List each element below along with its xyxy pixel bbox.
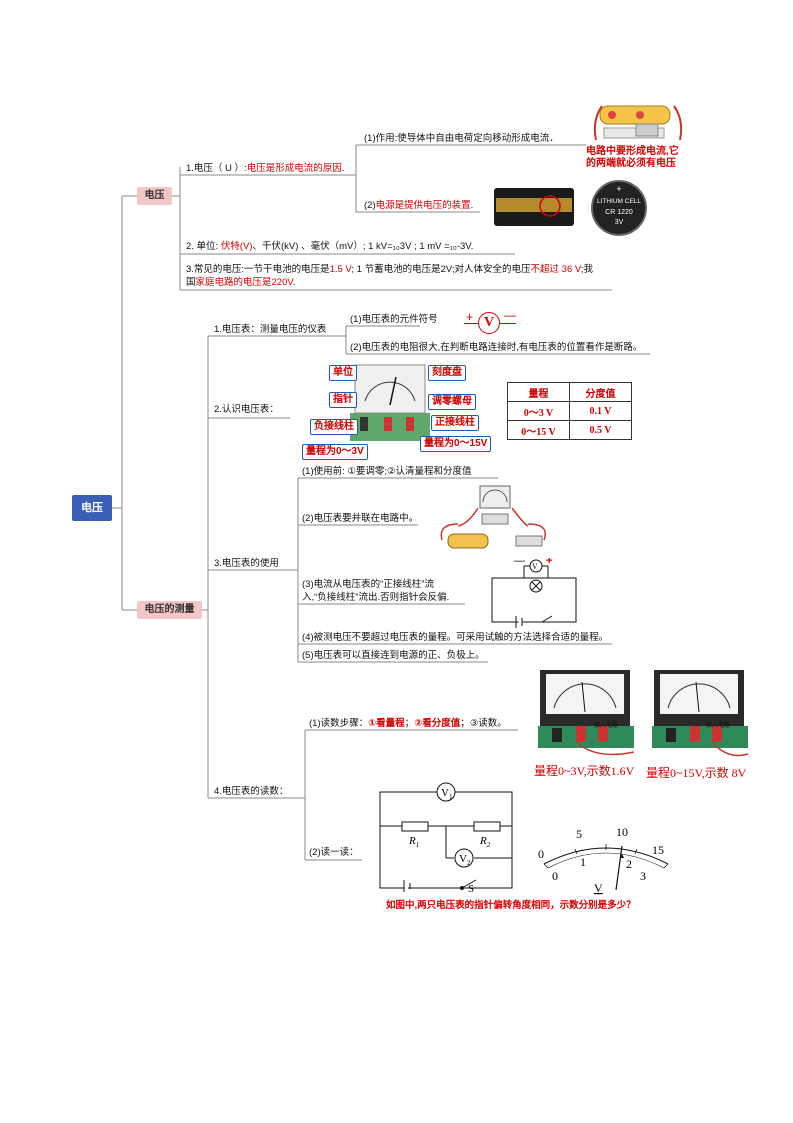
scale-top-10: 10: [616, 825, 628, 839]
voltage-item3-line1: 3.常见的电压:一节干电池的电压是1.5 V; 1 节蓄电池的电压是2V;对人体…: [186, 264, 594, 275]
meter-tag-1: 接入电路: [594, 723, 619, 729]
scale-bottom-3: 3: [640, 869, 646, 883]
voltmeter-symbol: + V —: [460, 308, 520, 334]
circuit-r1-label: R1: [408, 835, 419, 849]
measure-s3-c2: 入,“负接线柱”流出.否则指针会反偏.: [302, 592, 450, 603]
parallel-circuit-photo: [440, 485, 546, 549]
scale-bottom-0: 0: [552, 869, 558, 883]
measure-s1-a: (1)电压表的元件符号: [350, 314, 438, 325]
meter-photo-15v: [652, 670, 749, 757]
scale-top-15: 15: [652, 843, 664, 857]
label-zero-screw: 调零螺母: [428, 394, 476, 410]
svg-text:+: +: [546, 558, 552, 567]
range-table-cell: 0～3 V: [507, 401, 570, 421]
measure-s3-b: (2)电压表要并联在电路中。: [302, 513, 419, 524]
voltage-item3-line2: 国家庭电路的电压是220V.: [186, 277, 296, 288]
voltmeter-photo: [350, 364, 430, 441]
coin-cell-model: CR 1220: [605, 209, 633, 216]
meter-caption-3v: 量程0~3V,示数1.6V: [534, 764, 635, 778]
circuit-v2-label: V2: [459, 853, 471, 867]
voltage-item1-sub2: (2)电源是提供电压的装置.: [364, 200, 474, 211]
range-table-cell: 0.1 V: [569, 401, 632, 421]
measure-s4-a: (1)读数步骤：①看量程；②看分度值；③读数。: [309, 718, 507, 729]
voltage-item2: 2. 单位: 伏特(V)、千伏(kV) 、毫伏（mV）; 1 kV=₁₀3V ;…: [186, 241, 474, 252]
range-table-cell: 0～15 V: [507, 420, 570, 440]
label-negative-terminal: 负接线柱: [310, 419, 358, 435]
scale-bottom-2: 2: [626, 857, 632, 871]
coin-cell-label: LITHIUM CELL: [597, 198, 641, 205]
coin-cell-plus: +: [616, 184, 621, 194]
polarity-circuit-diagram: V + —: [491, 558, 577, 628]
measure-s3-title: 3.电压表的使用: [214, 558, 279, 569]
measure-s1-b: (2)电压表的电阻很大,在判断电路连接时,有电压表的位置看作是断路。: [350, 342, 643, 353]
circuit-v1-label: V1: [441, 787, 453, 801]
svg-text:—: —: [514, 558, 525, 567]
root-node[interactable]: 电压: [72, 495, 112, 521]
label-range-15v: 量程为0～15V: [420, 436, 492, 452]
label-positive-terminal: 正接线柱: [431, 415, 479, 431]
range-table-cell: 0.5 V: [569, 420, 632, 440]
label-range-3v: 量程为0～3V: [302, 444, 368, 460]
measure-s4-title: 4.电压表的读数：: [214, 786, 289, 797]
measure-s4-b: (2)读一读：: [309, 847, 359, 858]
coin-cell-volt: 3V: [615, 219, 624, 226]
label-dial: 刻度盘: [428, 365, 466, 381]
measure-s3-e: (5)电压表可以直接连到电源的正、负极上。: [302, 650, 485, 661]
circuit-r2-label: R2: [479, 835, 491, 849]
measure-s3-d: (4)被测电压不要超过电压表的量程。可采用试触的方法选择合适的量程。: [302, 632, 609, 643]
meter-photo-3v: [538, 670, 635, 756]
branch-measure-node[interactable]: 电压的测量: [137, 601, 202, 619]
measure-s3-a: (1)使用前: ①要调零;②认清量程和分度值: [302, 466, 472, 477]
dial-scale-diagram: 0 5 10 15 0 1 2 3 V: [538, 825, 669, 895]
scale-unit: V: [594, 881, 603, 895]
battery-cylinder-illustration: [494, 188, 574, 226]
voltage-item1-sub1: (1)作用:使导体中自由电荷定向移动形成电流．: [364, 133, 559, 144]
reading-question: 如图中,两只电压表的指针偏转角度相同，示数分别是多少？: [386, 900, 636, 911]
scale-bottom-1: 1: [580, 855, 586, 869]
meter-caption-15v: 量程0~15V,示数 8V: [646, 766, 747, 780]
branch-voltage-node[interactable]: 电压: [137, 187, 172, 205]
range-table-header: 分度值: [569, 382, 632, 402]
measure-s3-c1: (3)电流从电压表的“正接线柱”流: [302, 579, 434, 590]
label-pointer: 指针: [329, 392, 357, 408]
range-table: 量程 分度值 0～3 V 0.1 V 0～15 V 0.5 V: [507, 382, 632, 440]
voltage-item1: 1.电压（ U ）:电压是形成电流的原因.: [186, 163, 345, 174]
reading-circuit-diagram: V1 V2 R1 R2 S: [379, 782, 513, 892]
battery-circuit-illustration: [593, 105, 683, 141]
measure-s2-title: 2.认识电压表：: [214, 404, 279, 415]
meter-tag-2: 接入电路: [706, 723, 731, 729]
range-table-header: 量程: [507, 382, 570, 402]
scale-top-5: 5: [576, 827, 582, 841]
measure-s1-title: 1.电压表：测量电压的仪表: [214, 324, 327, 335]
label-unit: 单位: [329, 365, 357, 381]
coin-cell-illustration: + LITHIUM CELL CR 1220 3V: [591, 180, 647, 236]
voltage-note: 电路中要形成电流,它 的两端就必须有电压: [586, 146, 679, 169]
svg-text:V: V: [532, 562, 538, 571]
scale-top-0: 0: [538, 847, 544, 861]
circuit-switch-label: S: [468, 883, 474, 892]
